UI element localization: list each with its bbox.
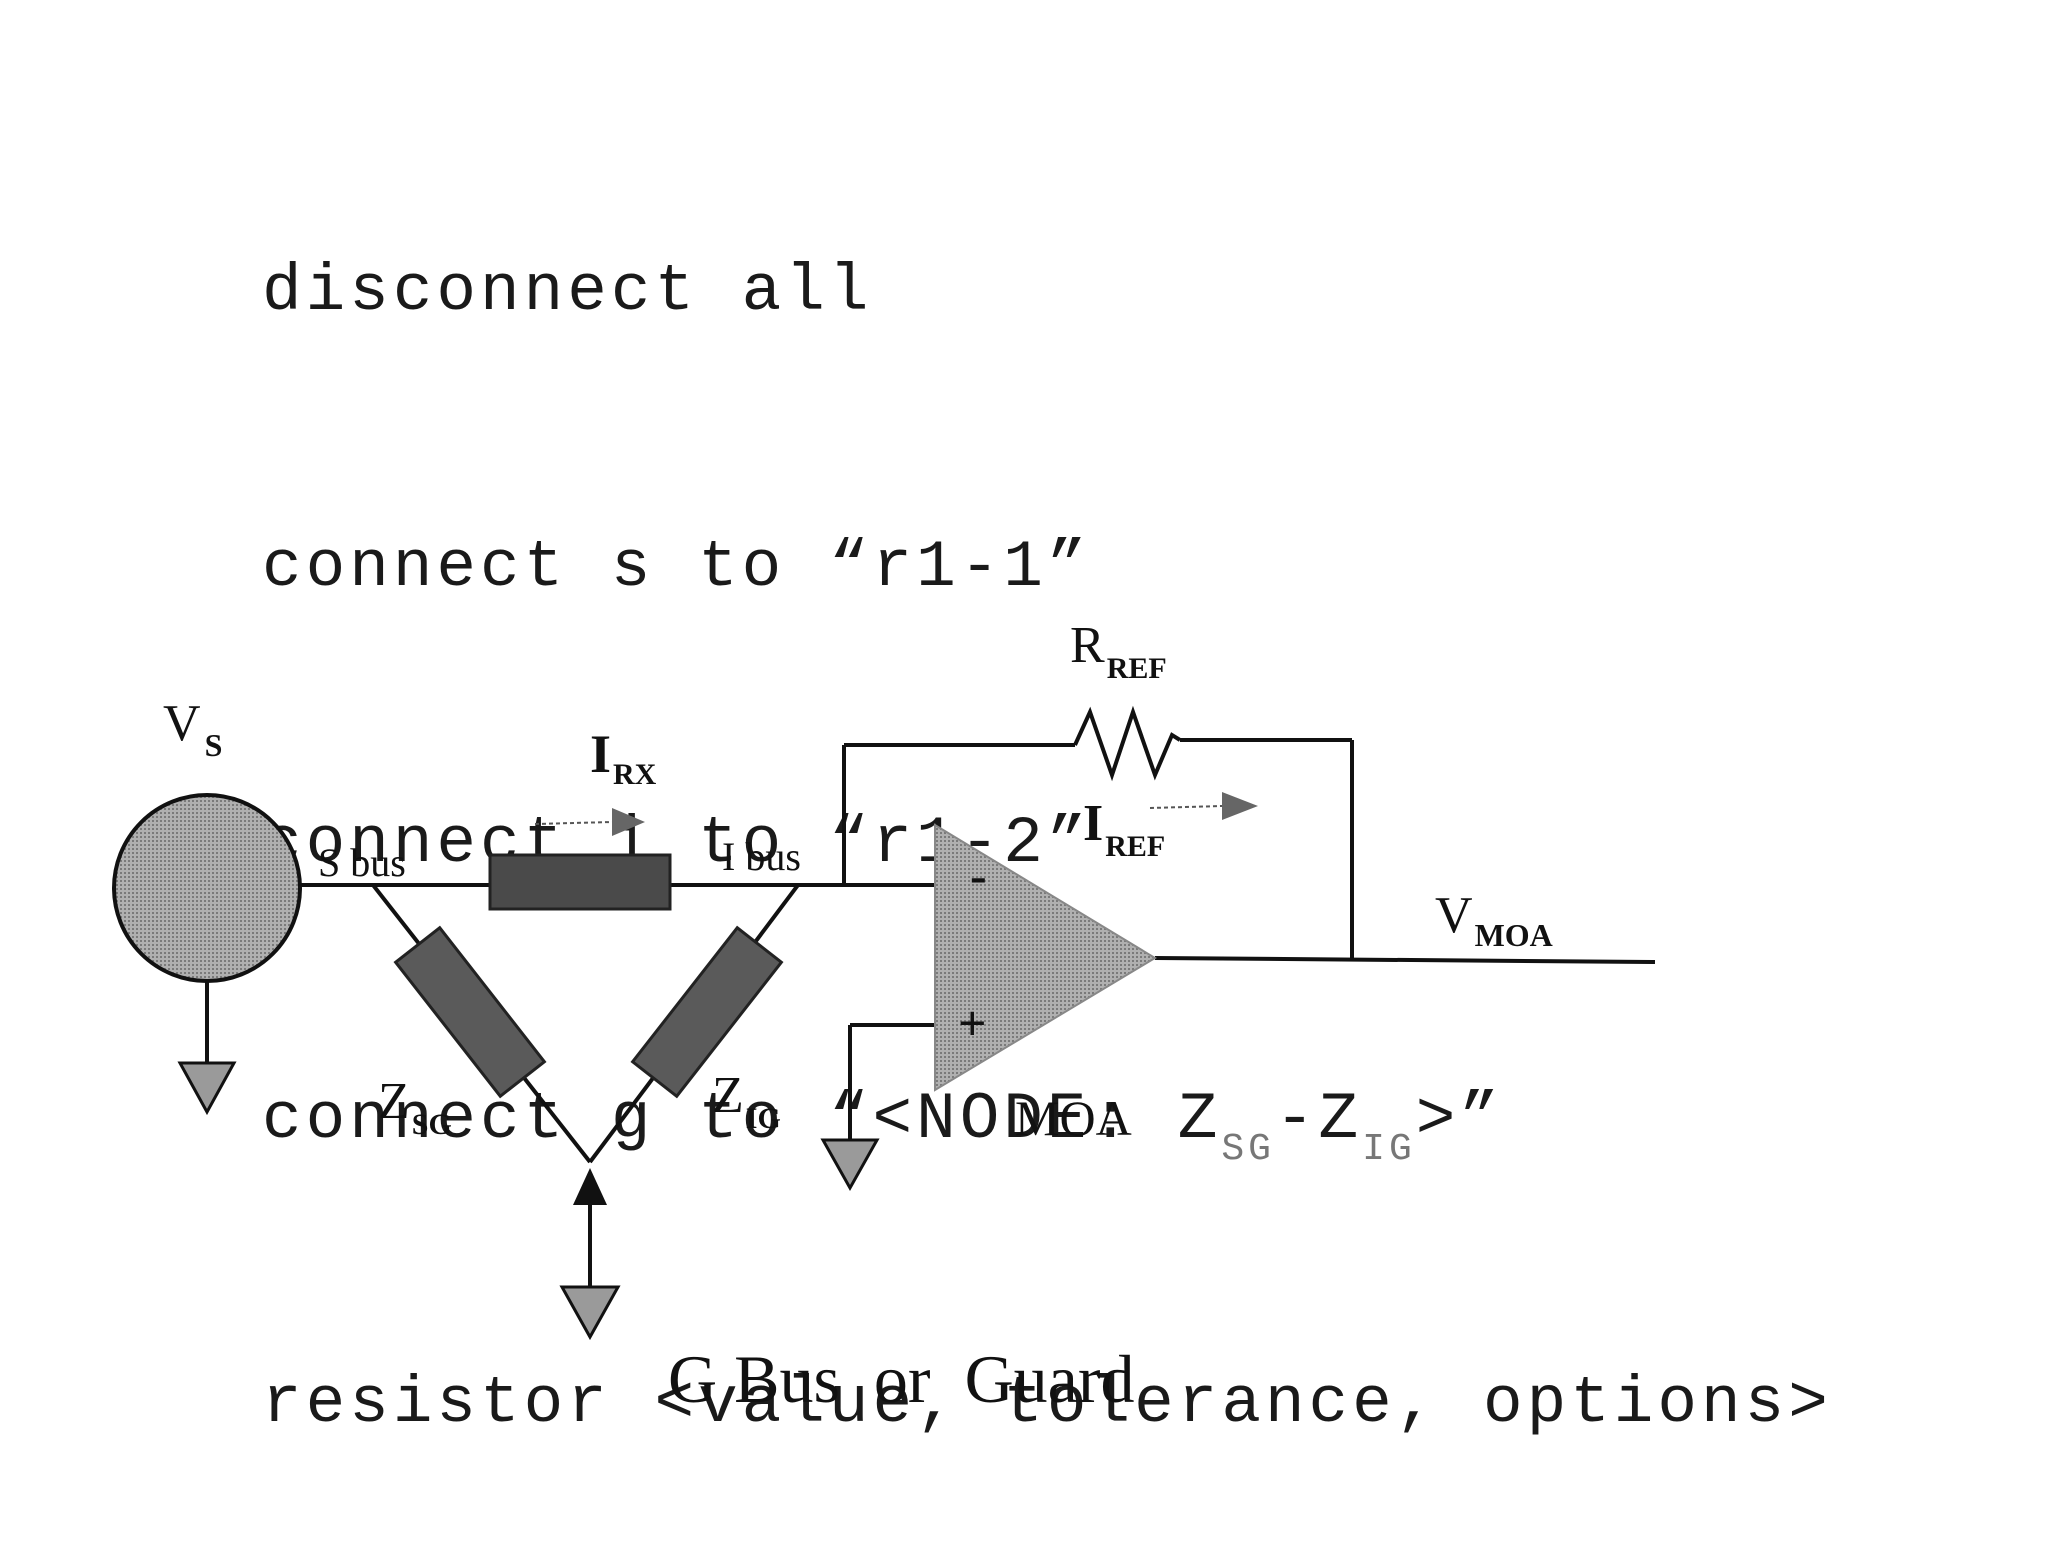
code-line-disconnect: disconnect all xyxy=(262,254,873,329)
opamp-plus-label: + xyxy=(958,995,987,1051)
guard-arrow-icon xyxy=(573,1168,607,1205)
code-sub-sg: SG xyxy=(1221,1128,1275,1171)
opamp-ground-icon xyxy=(820,1138,880,1192)
code-line-connect-g: connect g to “<NODE: ZSG-ZIG>” xyxy=(262,1074,1832,1174)
vmoa-label: VMOA xyxy=(1435,887,1553,953)
rx-resistor-icon xyxy=(488,853,672,911)
irx-label: IRX xyxy=(590,724,657,791)
zig-resistor-icon xyxy=(630,925,784,1099)
code-line-connect-g-mid: -Z xyxy=(1274,1082,1363,1157)
code-line-resistor: resistor <value, tolerance, options> xyxy=(262,1366,1832,1441)
code-line-connect-s: connect s to “r1-1” xyxy=(262,530,1091,605)
rref-label: RREF xyxy=(1070,617,1167,685)
wires xyxy=(205,738,1656,1287)
guard-caption: G Bus or Guard xyxy=(668,1341,1135,1417)
code-sub-ig: IG xyxy=(1362,1128,1416,1171)
source-ground-icon xyxy=(177,1061,237,1116)
moa-label: MOA xyxy=(1015,1090,1132,1146)
code-line-connect-g-suffix: >” xyxy=(1415,1082,1503,1157)
opamp-icon xyxy=(934,823,1157,1092)
iref-label: IREF xyxy=(1083,795,1165,863)
zig-label: ZIG xyxy=(712,1067,781,1135)
irx-arrow-icon xyxy=(534,808,645,836)
opamp-minus-label: - xyxy=(970,847,987,903)
rref-resistor-icon xyxy=(1073,705,1182,782)
output-wire xyxy=(1154,956,1656,964)
zsg-label: ZSG xyxy=(378,1073,452,1141)
i-bus-label: I bus xyxy=(722,834,801,879)
code-line-connect-g-prefix: connect g to “<NODE: Z xyxy=(262,1082,1222,1157)
zsg-resistor-icon xyxy=(393,925,547,1099)
s-bus-label: S bus xyxy=(318,840,406,885)
guard-ground-icon xyxy=(559,1285,621,1341)
voltage-source-icon xyxy=(112,793,302,983)
iref-arrow-icon xyxy=(1149,792,1258,820)
